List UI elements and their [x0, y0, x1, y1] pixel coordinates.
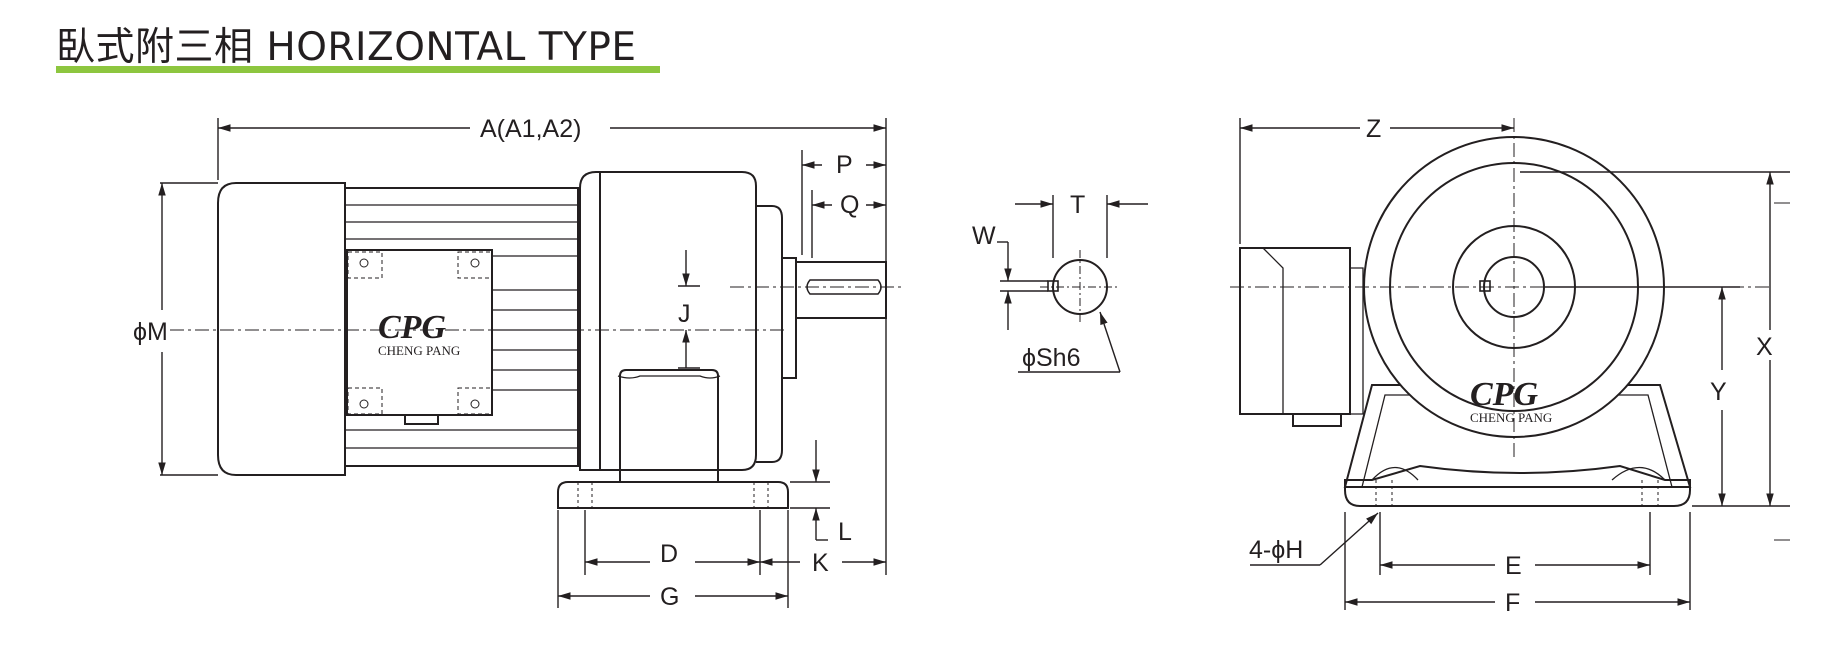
dim-s-label: ϕSh6: [1022, 344, 1080, 372]
front-motor-box: [1239, 247, 1351, 415]
page-header: 臥式附三相 HORIZONTAL TYPE: [56, 8, 660, 74]
gearbox-foot: [619, 369, 719, 482]
dim-e-label: E: [1505, 552, 1522, 580]
dim-t-label: T: [1070, 191, 1085, 219]
dim-a-label: A(A1,A2): [480, 115, 581, 143]
shaft-collar: [781, 257, 797, 379]
brand-logo-front: CPG: [1470, 376, 1538, 413]
brand-name-front: CHENG PANG: [1470, 410, 1552, 425]
dim-p-label: P: [836, 151, 853, 179]
dim-w-label: W: [972, 222, 996, 250]
page-title: 臥式附三相 HORIZONTAL TYPE: [56, 25, 637, 70]
gearbox-bearing-cover: [756, 205, 783, 463]
key: [1047, 280, 1059, 292]
dim-y-label: Y: [1710, 378, 1727, 406]
dim-g-label: G: [660, 583, 679, 611]
dim-j-label: J: [678, 300, 691, 328]
dim-x-label: X: [1756, 333, 1773, 361]
terminal-box-foot: [404, 414, 439, 425]
dim-z-label: Z: [1366, 115, 1381, 143]
shaft-section: T W ϕSh6: [972, 191, 1148, 373]
dim-d-label: D: [660, 540, 678, 568]
motor-fins: [344, 187, 579, 467]
side-view: CPG CHENG PANG: [170, 171, 905, 509]
front-base-plate: [1344, 464, 1691, 507]
dim-f-label: F: [1505, 589, 1520, 617]
shaft-keyway: [806, 279, 882, 295]
gearbox-housing: [599, 171, 757, 471]
front-motor-foot: [1292, 413, 1342, 427]
dim-m-label: ϕM: [133, 318, 168, 346]
foot-base-plate: [557, 481, 789, 509]
front-key: [1479, 280, 1491, 292]
brand-logo-side: CPG: [378, 309, 446, 346]
dim-q-label: Q: [840, 191, 859, 219]
dim-h-label: 4-ϕH: [1249, 536, 1303, 564]
title-underline: [56, 66, 660, 73]
dim-k-label: K: [812, 549, 829, 577]
motor-end-cap: [217, 182, 346, 476]
side-dimensions: [158, 118, 887, 608]
brand-name-side: CHENG PANG: [378, 343, 460, 358]
output-shaft: [795, 261, 887, 319]
front-support-frame: [1343, 384, 1692, 488]
front-view: CPG CHENG PANG: [1230, 118, 1770, 507]
front-dimensions: [1239, 118, 1790, 610]
dim-l-label: L: [838, 518, 852, 546]
